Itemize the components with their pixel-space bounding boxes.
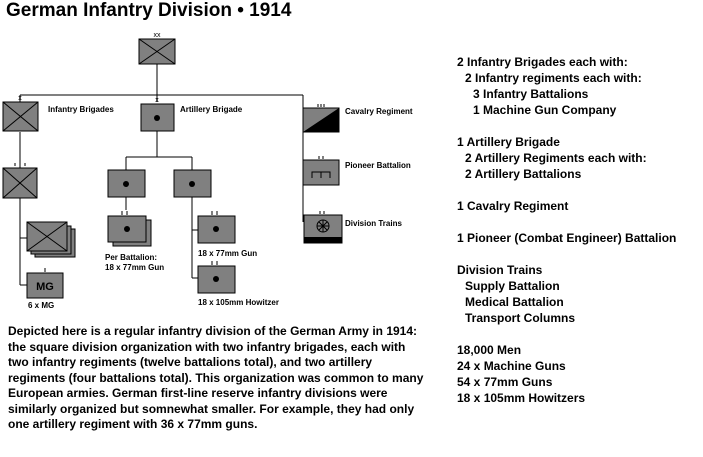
summary-line: Supply Battalion — [465, 279, 560, 293]
summary-line: 2 Artillery Battalions — [465, 167, 582, 181]
summary-line: Division Trains — [457, 263, 543, 277]
artillery-regiment-left-symbol — [107, 169, 146, 198]
summary-line: 24 x Machine Guns — [457, 359, 566, 373]
page-title: German Infantry Division • 1914 — [6, 0, 292, 21]
cavalry-regiment-symbol — [302, 104, 340, 133]
summary-line: 54 x 77mm Guns — [457, 375, 553, 389]
gun-77mm-battalion-symbol — [197, 211, 236, 244]
org-chart: xx x x — [2, 32, 343, 299]
infantry-brigades-label: Infantry Brigades — [48, 105, 114, 114]
mg-company-symbol: MG — [26, 268, 64, 299]
infantry-battalion-stack — [26, 221, 76, 258]
summary-line: 1 Machine Gun Company — [473, 103, 617, 117]
summary-line: 2 Artillery Regiments each with: — [465, 151, 647, 165]
pioneer-battalion-symbol — [302, 156, 340, 186]
summary-line: 18 x 105mm Howitzers — [457, 391, 586, 405]
per-battalion-guns-label: 18 x 77mm Gun — [105, 263, 165, 272]
artillery-brigade-label: Artillery Brigade — [180, 105, 243, 114]
division-trains-label: Division Trains — [345, 219, 402, 228]
summary-line: 1 Pioneer (Combat Engineer) Battalion — [457, 231, 677, 245]
infantry-brigade-symbol: x — [2, 95, 39, 132]
howitzer-label: 18 x 105mm Howitzer — [198, 298, 279, 307]
pioneer-battalion-label: Pioneer Battalion — [345, 161, 411, 170]
howitzer-battalion-symbol — [197, 261, 236, 294]
artillery-battalion-stack — [107, 211, 152, 247]
artillery-regiment-right-symbol — [173, 169, 212, 198]
cavalry-regiment-label: Cavalry Regiment — [345, 107, 413, 116]
mg-symbol-text: MG — [36, 281, 54, 293]
division-symbol: xx — [138, 32, 176, 65]
summary-line: 2 Infantry regiments each with: — [465, 71, 642, 85]
summary-line: 1 Artillery Brigade — [457, 135, 560, 149]
mg-label: 6 x MG — [28, 301, 55, 310]
summary-line: 3 Infantry Battalions — [473, 87, 589, 101]
summary-line: Medical Battalion — [465, 295, 564, 309]
svg-text:xx: xx — [154, 32, 162, 39]
svg-text:x: x — [155, 97, 159, 104]
artillery-brigade-symbol: x — [140, 97, 175, 132]
gun-77mm-label: 18 x 77mm Gun — [198, 249, 258, 258]
svg-text:x: x — [18, 95, 22, 102]
summary-line: 1 Cavalry Regiment — [457, 199, 569, 213]
organization-summary: 2 Infantry Brigades each with: 2 Infantr… — [457, 54, 702, 406]
division-trains-symbol — [303, 211, 343, 244]
infantry-regiment-symbol — [2, 163, 38, 199]
connector-lines — [19, 64, 304, 286]
per-battalion-label: Per Battalion: — [105, 253, 158, 262]
summary-line: 2 Infantry Brigades each with: — [457, 55, 628, 69]
summary-line: Transport Columns — [465, 311, 576, 325]
description-text: Depicted here is a regular infantry divi… — [8, 324, 424, 431]
summary-line: 18,000 Men — [457, 343, 522, 357]
